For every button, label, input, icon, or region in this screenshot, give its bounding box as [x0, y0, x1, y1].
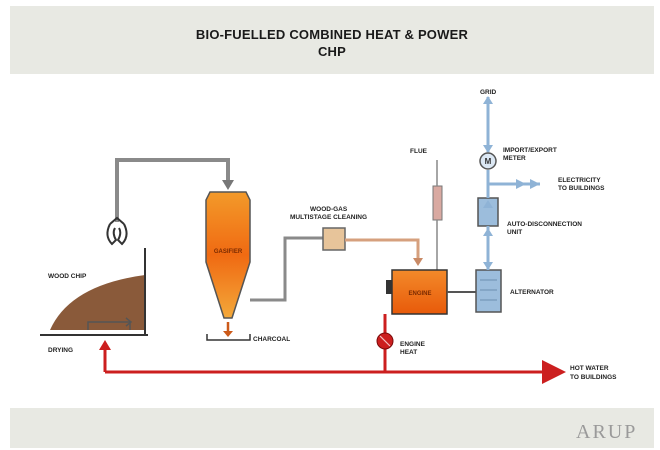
clean-gas-arrow	[413, 258, 423, 266]
alternator-unit	[475, 269, 502, 313]
label-hot-water-2: TO BUILDINGS	[570, 374, 617, 381]
label-flue: FLUE	[410, 148, 428, 155]
meter-icon	[479, 152, 497, 170]
charcoal-tray	[206, 334, 251, 341]
label-charcoal: CHARCOAL	[253, 336, 290, 343]
label-wood-chip: WOOD CHIP	[48, 273, 87, 280]
drying-channel	[87, 321, 131, 330]
arup-logo: ARUP	[576, 421, 637, 443]
label-wood-gas: WOOD-GAS	[310, 206, 348, 213]
label-meter-1: IMPORT/EXPORT	[503, 147, 557, 154]
wood-chip-pile	[50, 275, 145, 330]
charcoal-arrow	[223, 331, 233, 337]
flue-chimney	[432, 185, 443, 221]
label-electricity-1: ELECTRICITY	[558, 177, 601, 184]
feed-arrow	[222, 180, 234, 190]
label-electricity-2: TO BUILDINGS	[558, 185, 605, 192]
title-band	[10, 6, 654, 74]
label-grid: GRID	[480, 89, 497, 96]
label-meter-2: METER	[503, 155, 526, 162]
drying-arrow	[125, 317, 133, 327]
diagram-subtitle: CHP	[317, 44, 347, 59]
label-auto-2: UNIT	[507, 229, 522, 236]
feed-conveyor	[115, 158, 230, 222]
footer-band	[10, 408, 654, 448]
clean-gas-pipe	[345, 238, 420, 262]
cleaning-unit	[322, 227, 346, 251]
label-multistage-cleaning: MULTISTAGE CLEANING	[290, 214, 367, 221]
electrical-arrows	[483, 96, 540, 270]
engine-label: ENGINE	[408, 291, 431, 297]
svg-text:M: M	[485, 157, 492, 166]
label-alternator: ALTERNATOR	[510, 289, 554, 296]
diagram-title: BIO-FUELLED COMBINED HEAT & POWER	[195, 27, 469, 42]
label-engine-heat-2: HEAT	[400, 349, 417, 356]
grab-claw-icon	[106, 216, 128, 246]
gasifier-vessel	[205, 191, 251, 319]
engine-flange	[386, 280, 392, 294]
drying-heat-arrow	[99, 340, 111, 350]
gasifier-label: GASIFIER	[214, 249, 243, 255]
label-hot-water-1: HOT WATER	[570, 365, 609, 372]
label-drying: DRYING	[48, 347, 73, 354]
label-engine-heat-1: ENGINE	[400, 341, 426, 348]
wood-gas-pipe	[250, 236, 323, 302]
label-auto-1: AUTO-DISCONNECTION	[507, 221, 582, 228]
